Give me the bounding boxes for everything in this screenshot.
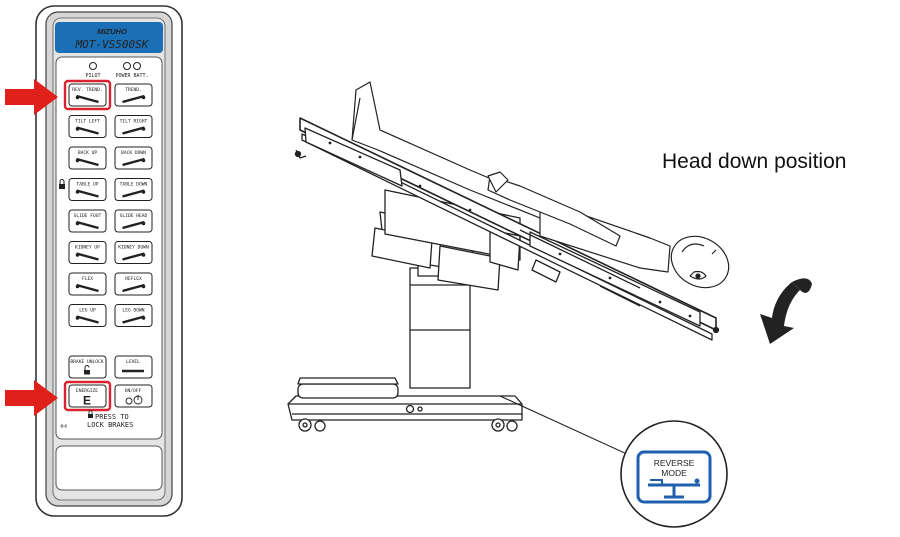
kidney-up-button[interactable]: KIDNEY UP xyxy=(68,241,107,264)
table-pictogram-icon xyxy=(76,315,99,324)
operating-table xyxy=(287,117,720,432)
table-pictogram-icon xyxy=(122,283,145,293)
button-label: LEG UP xyxy=(79,308,96,314)
slide-head-button[interactable]: SLIDE HEAD xyxy=(114,209,153,233)
button-label: REV. TREND. xyxy=(72,87,102,93)
brand-logo: MIZUHO xyxy=(97,27,127,36)
caster-wheels xyxy=(298,418,518,432)
svg-text:REVERSE: REVERSE xyxy=(654,458,695,468)
table-pictogram-icon xyxy=(122,94,145,104)
energize-button[interactable]: ENERGIZE E xyxy=(63,380,112,412)
on-off-button[interactable]: ON/OFF xyxy=(114,384,153,408)
highlight-frame xyxy=(63,79,112,111)
slide-foot-button[interactable]: SLIDE FOOT xyxy=(68,209,107,233)
power-icon xyxy=(125,397,133,405)
button-label: BACK UP xyxy=(78,150,98,156)
table-down-button[interactable]: TABLE DOWN xyxy=(114,178,153,201)
tilt-left-button[interactable]: TILT LEFT xyxy=(68,115,107,138)
remote-control: MIZUHO MOT-VS500SK PILOT POWER BATT. REV… xyxy=(35,5,183,517)
svg-text:PRESS TO: PRESS TO xyxy=(95,413,129,421)
button-label: FLEX xyxy=(82,276,93,282)
svg-text:ENERGIZE: ENERGIZE xyxy=(76,388,98,394)
reflex-button[interactable]: REFLEX xyxy=(114,272,153,296)
table-pictogram-icon xyxy=(76,157,99,167)
button-label: LEG DOWN xyxy=(122,308,144,314)
reverse-mode-badge: REVERSE MODE xyxy=(636,450,712,504)
table-pictogram-icon xyxy=(122,126,145,135)
svg-text:POWER BATT.: POWER BATT. xyxy=(115,73,148,79)
button-label: KIDNEY DOWN xyxy=(118,245,149,251)
brake-unlock-button[interactable]: BRAKE UNLOCK xyxy=(68,355,107,379)
remote-header xyxy=(55,22,163,53)
callout-leader-line xyxy=(499,395,641,461)
flex-button[interactable]: FLEX xyxy=(68,272,107,296)
button-label: SLIDE FOOT xyxy=(74,213,102,219)
trend-button[interactable]: TREND. xyxy=(114,83,153,107)
table-pictogram-icon xyxy=(76,94,99,104)
button-label: SLIDE HEAD xyxy=(120,213,148,219)
table-pictogram-icon xyxy=(76,220,99,230)
head-down-arrow xyxy=(760,282,800,344)
leg-down-button[interactable]: LEG DOWN xyxy=(114,304,153,327)
button-label: TREND. xyxy=(125,87,142,93)
kidney-down-button[interactable]: KIDNEY DOWN xyxy=(114,241,153,264)
table-pictogram-icon xyxy=(76,189,99,198)
head-down-caption: Head down position xyxy=(662,150,847,173)
table-pictogram-icon xyxy=(122,315,145,324)
lock-icon xyxy=(59,179,65,189)
red-arrow-top xyxy=(5,79,58,115)
rev-trend-button[interactable]: REV. TREND. xyxy=(63,79,112,111)
power-batt-indicator: POWER BATT. xyxy=(115,62,149,79)
table-pictogram-icon xyxy=(76,126,99,135)
svg-text:BRAKE UNLOCK: BRAKE UNLOCK xyxy=(70,359,103,365)
back-up-button[interactable]: BACK UP xyxy=(68,146,107,170)
button-label: TILT LEFT xyxy=(75,119,100,125)
table-pictogram-icon xyxy=(122,220,145,230)
svg-text:LEVEL: LEVEL xyxy=(126,359,140,365)
svg-text:MODE: MODE xyxy=(661,468,687,478)
button-label: TABLE DOWN xyxy=(120,182,148,188)
table-pictogram-icon xyxy=(76,252,99,261)
tilt-right-button[interactable]: TILT RIGHT xyxy=(114,115,153,138)
pilot-indicator: PILOT xyxy=(85,62,101,79)
table-pictogram-icon xyxy=(122,189,145,198)
button-label: TILT RIGHT xyxy=(120,119,148,125)
table-pictogram-icon xyxy=(76,283,99,293)
level-button[interactable]: LEVEL xyxy=(114,355,153,379)
button-label: BACK DOWN xyxy=(121,150,146,156)
svg-text:PILOT: PILOT xyxy=(85,73,100,79)
table-pictogram-icon xyxy=(122,157,145,167)
press-to-lock-label: PRESS TO LOCK BRAKES xyxy=(60,410,133,429)
bottom-window xyxy=(55,445,163,491)
button-label: TABLE UP xyxy=(76,182,98,188)
table-up-button[interactable]: TABLE UP xyxy=(68,178,107,201)
red-arrow-bottom xyxy=(5,380,58,416)
model-name: MOT-VS500SK xyxy=(75,38,150,51)
svg-text:ON/OFF: ON/OFF xyxy=(125,388,142,394)
back-down-button[interactable]: BACK DOWN xyxy=(114,146,153,170)
button-label: REFLEX xyxy=(125,276,142,282)
leg-up-button[interactable]: LEG UP xyxy=(68,304,107,327)
table-pictogram-icon xyxy=(122,252,145,261)
svg-text:E: E xyxy=(83,394,91,408)
svg-text:LOCK BRAKES: LOCK BRAKES xyxy=(87,421,133,429)
patient-figure xyxy=(351,81,730,289)
button-label: KIDNEY UP xyxy=(75,245,100,251)
